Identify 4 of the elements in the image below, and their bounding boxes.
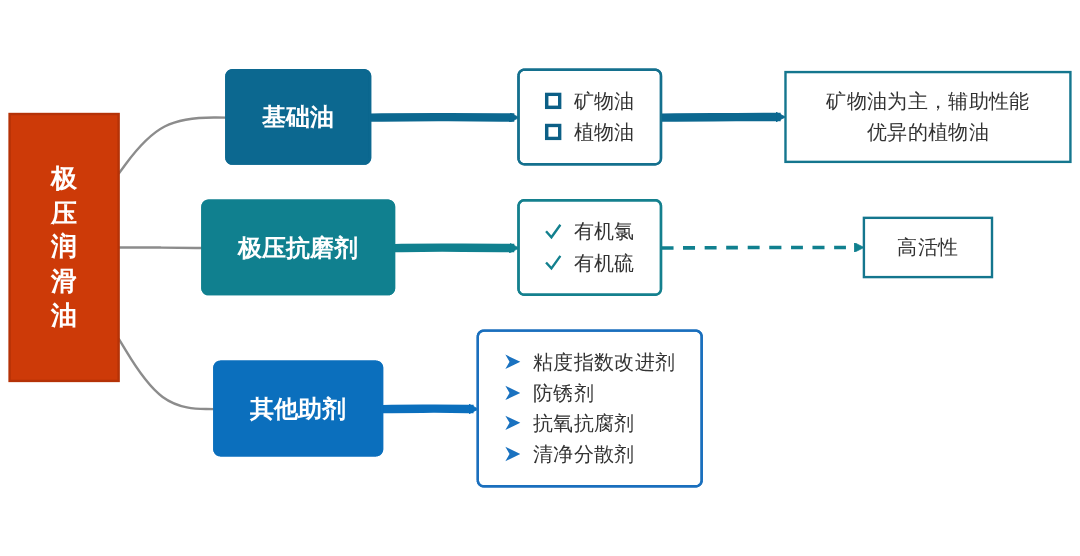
node-box: 矿物油为主，辅助性能优异的植物油	[784, 70, 1072, 164]
node-box: 高活性	[862, 216, 994, 279]
arrow	[661, 111, 786, 123]
node-box: 极压润滑油	[8, 112, 120, 383]
